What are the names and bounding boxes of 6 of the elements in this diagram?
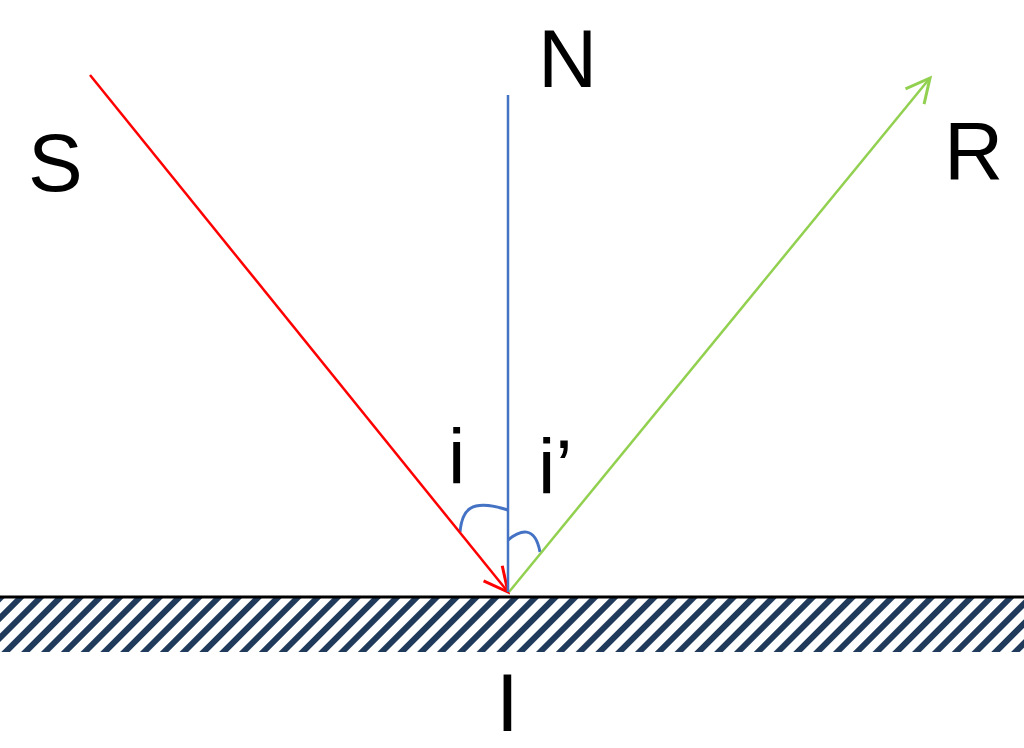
point-label: S — [27, 116, 84, 200]
angle-label: i — [448, 418, 466, 496]
point-label: R — [943, 104, 1005, 198]
angle-label: i’ — [538, 428, 573, 506]
point-label: N — [537, 12, 599, 95]
point-label: I — [495, 656, 520, 744]
